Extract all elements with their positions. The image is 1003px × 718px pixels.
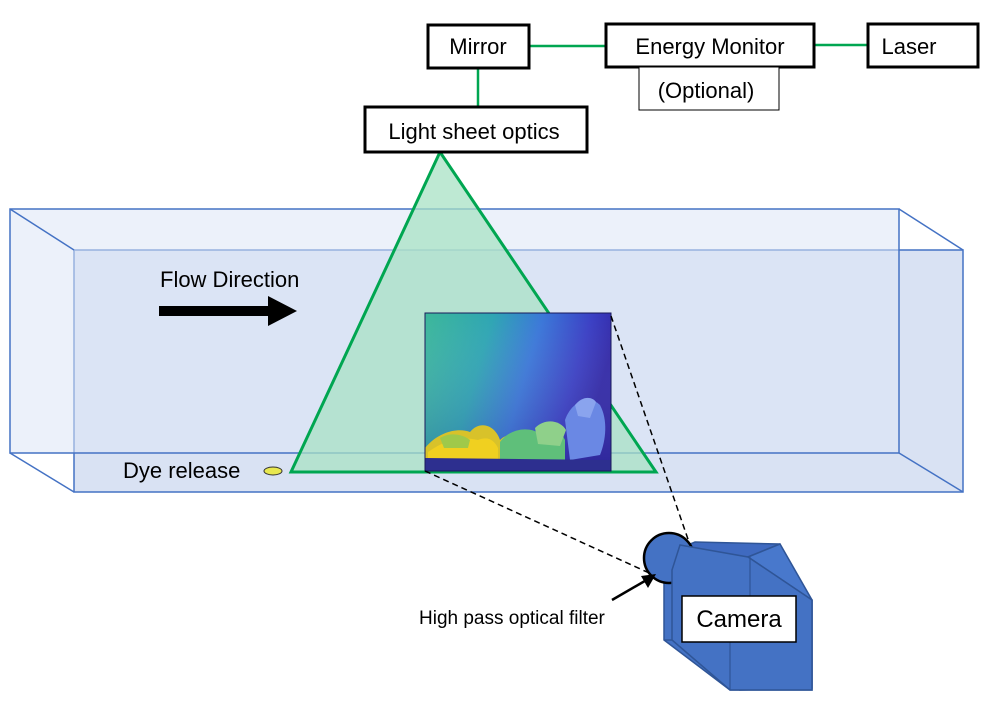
arrow-icon	[611, 574, 656, 602]
energy-monitor-box: Energy Monitor	[604, 22, 816, 69]
tank-edge	[9, 208, 75, 251]
light-sheet-optics-label: Light sheet optics	[388, 119, 559, 144]
flow-field-image	[424, 312, 612, 472]
dye-release-marker	[263, 466, 283, 476]
mirror-label: Mirror	[449, 34, 506, 59]
laser-label: Laser	[881, 34, 936, 59]
tank-edge	[898, 452, 964, 493]
camera-label: Camera	[696, 606, 782, 633]
view-line	[424, 470, 659, 578]
camera-label-box	[681, 595, 797, 643]
tank-edge	[898, 208, 964, 251]
dye-release-label: Dye release	[123, 458, 240, 483]
tank-edge	[9, 452, 75, 493]
mirror-box: Mirror	[426, 23, 531, 70]
optional-box: (Optional)	[638, 66, 780, 111]
view-line	[610, 315, 691, 546]
camera-icon: Camera	[642, 531, 813, 691]
high-pass-filter-label: High pass optical filter	[419, 608, 606, 629]
flow-direction-label: Flow Direction	[160, 267, 299, 292]
energy-monitor-label: Energy Monitor	[635, 34, 784, 59]
right-arrow-icon	[159, 296, 297, 326]
light-sheet-optics-box: Light sheet optics	[363, 105, 589, 154]
laser-box: Laser	[866, 22, 980, 69]
optional-label: (Optional)	[658, 78, 755, 103]
